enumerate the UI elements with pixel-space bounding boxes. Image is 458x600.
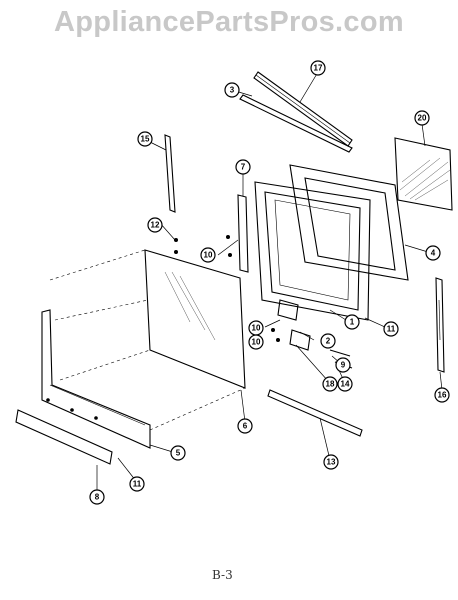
kick-plate <box>15 409 113 465</box>
page-number: B-3 <box>212 568 233 582</box>
alignment-lines <box>49 249 246 431</box>
outer-door-panel <box>144 249 246 389</box>
svg-text:13: 13 <box>327 458 336 467</box>
callout-3: 3 <box>224 82 240 98</box>
callout-7: 7 <box>235 159 251 175</box>
callout-6: 6 <box>237 418 253 434</box>
callout-20: 20 <box>414 110 430 126</box>
svg-text:4: 4 <box>431 249 436 258</box>
svg-text:3: 3 <box>230 86 235 95</box>
svg-text:14: 14 <box>341 380 350 389</box>
svg-text:16: 16 <box>438 391 447 400</box>
callout-4: 4 <box>425 245 441 261</box>
rear-window-frame <box>289 164 409 281</box>
svg-text:11: 11 <box>133 480 142 489</box>
right-vertical-rod <box>435 277 445 373</box>
glass-pane-20 <box>394 137 453 211</box>
svg-text:11: 11 <box>387 325 396 334</box>
callout-12: 11 <box>129 476 145 492</box>
callout-10-lower: 10 <box>248 320 264 336</box>
bottom-l-frame <box>41 309 151 449</box>
svg-text:10: 10 <box>252 338 261 347</box>
top-gasket-strip <box>239 94 353 153</box>
screws <box>46 235 280 420</box>
svg-text:9: 9 <box>341 361 346 370</box>
callout-16: 15 <box>137 131 153 147</box>
svg-text:10: 10 <box>252 324 261 333</box>
callout-10-lower-b: 10 <box>248 334 264 350</box>
callout-10-upper: 10 <box>200 247 216 263</box>
svg-text:2: 2 <box>326 337 331 346</box>
callout-19: 18 <box>322 376 338 392</box>
left-vertical-rod <box>164 134 176 213</box>
callout-5: 5 <box>170 445 186 461</box>
svg-text:15: 15 <box>141 135 150 144</box>
callout-9: 9 <box>335 357 351 373</box>
svg-text:6: 6 <box>243 422 248 431</box>
callout-13: 12 <box>147 217 163 233</box>
callout-18: 17 <box>310 60 326 76</box>
watermark-logo-text: AppliancePartsPros.com <box>54 6 404 38</box>
inner-door-frame <box>254 181 371 321</box>
svg-text:1: 1 <box>350 318 355 327</box>
side-channel <box>237 194 249 273</box>
callout-11: 11 <box>383 321 399 337</box>
svg-text:20: 20 <box>418 114 427 123</box>
callout-2: 2 <box>320 333 336 349</box>
top-trim-strip <box>253 71 353 147</box>
svg-text:7: 7 <box>241 163 246 172</box>
svg-text:12: 12 <box>151 221 160 230</box>
callout-14: 14 <box>337 376 353 392</box>
svg-text:8: 8 <box>95 493 100 502</box>
svg-text:18: 18 <box>326 380 335 389</box>
callout-1: 1 <box>344 314 360 330</box>
svg-text:10: 10 <box>204 251 213 260</box>
lower-trim-strip <box>267 389 363 437</box>
svg-text:17: 17 <box>314 64 323 73</box>
svg-text:5: 5 <box>176 449 181 458</box>
callout-17: 16 <box>434 387 450 403</box>
callout-8: 8 <box>89 489 105 505</box>
callout-15: 13 <box>323 454 339 470</box>
